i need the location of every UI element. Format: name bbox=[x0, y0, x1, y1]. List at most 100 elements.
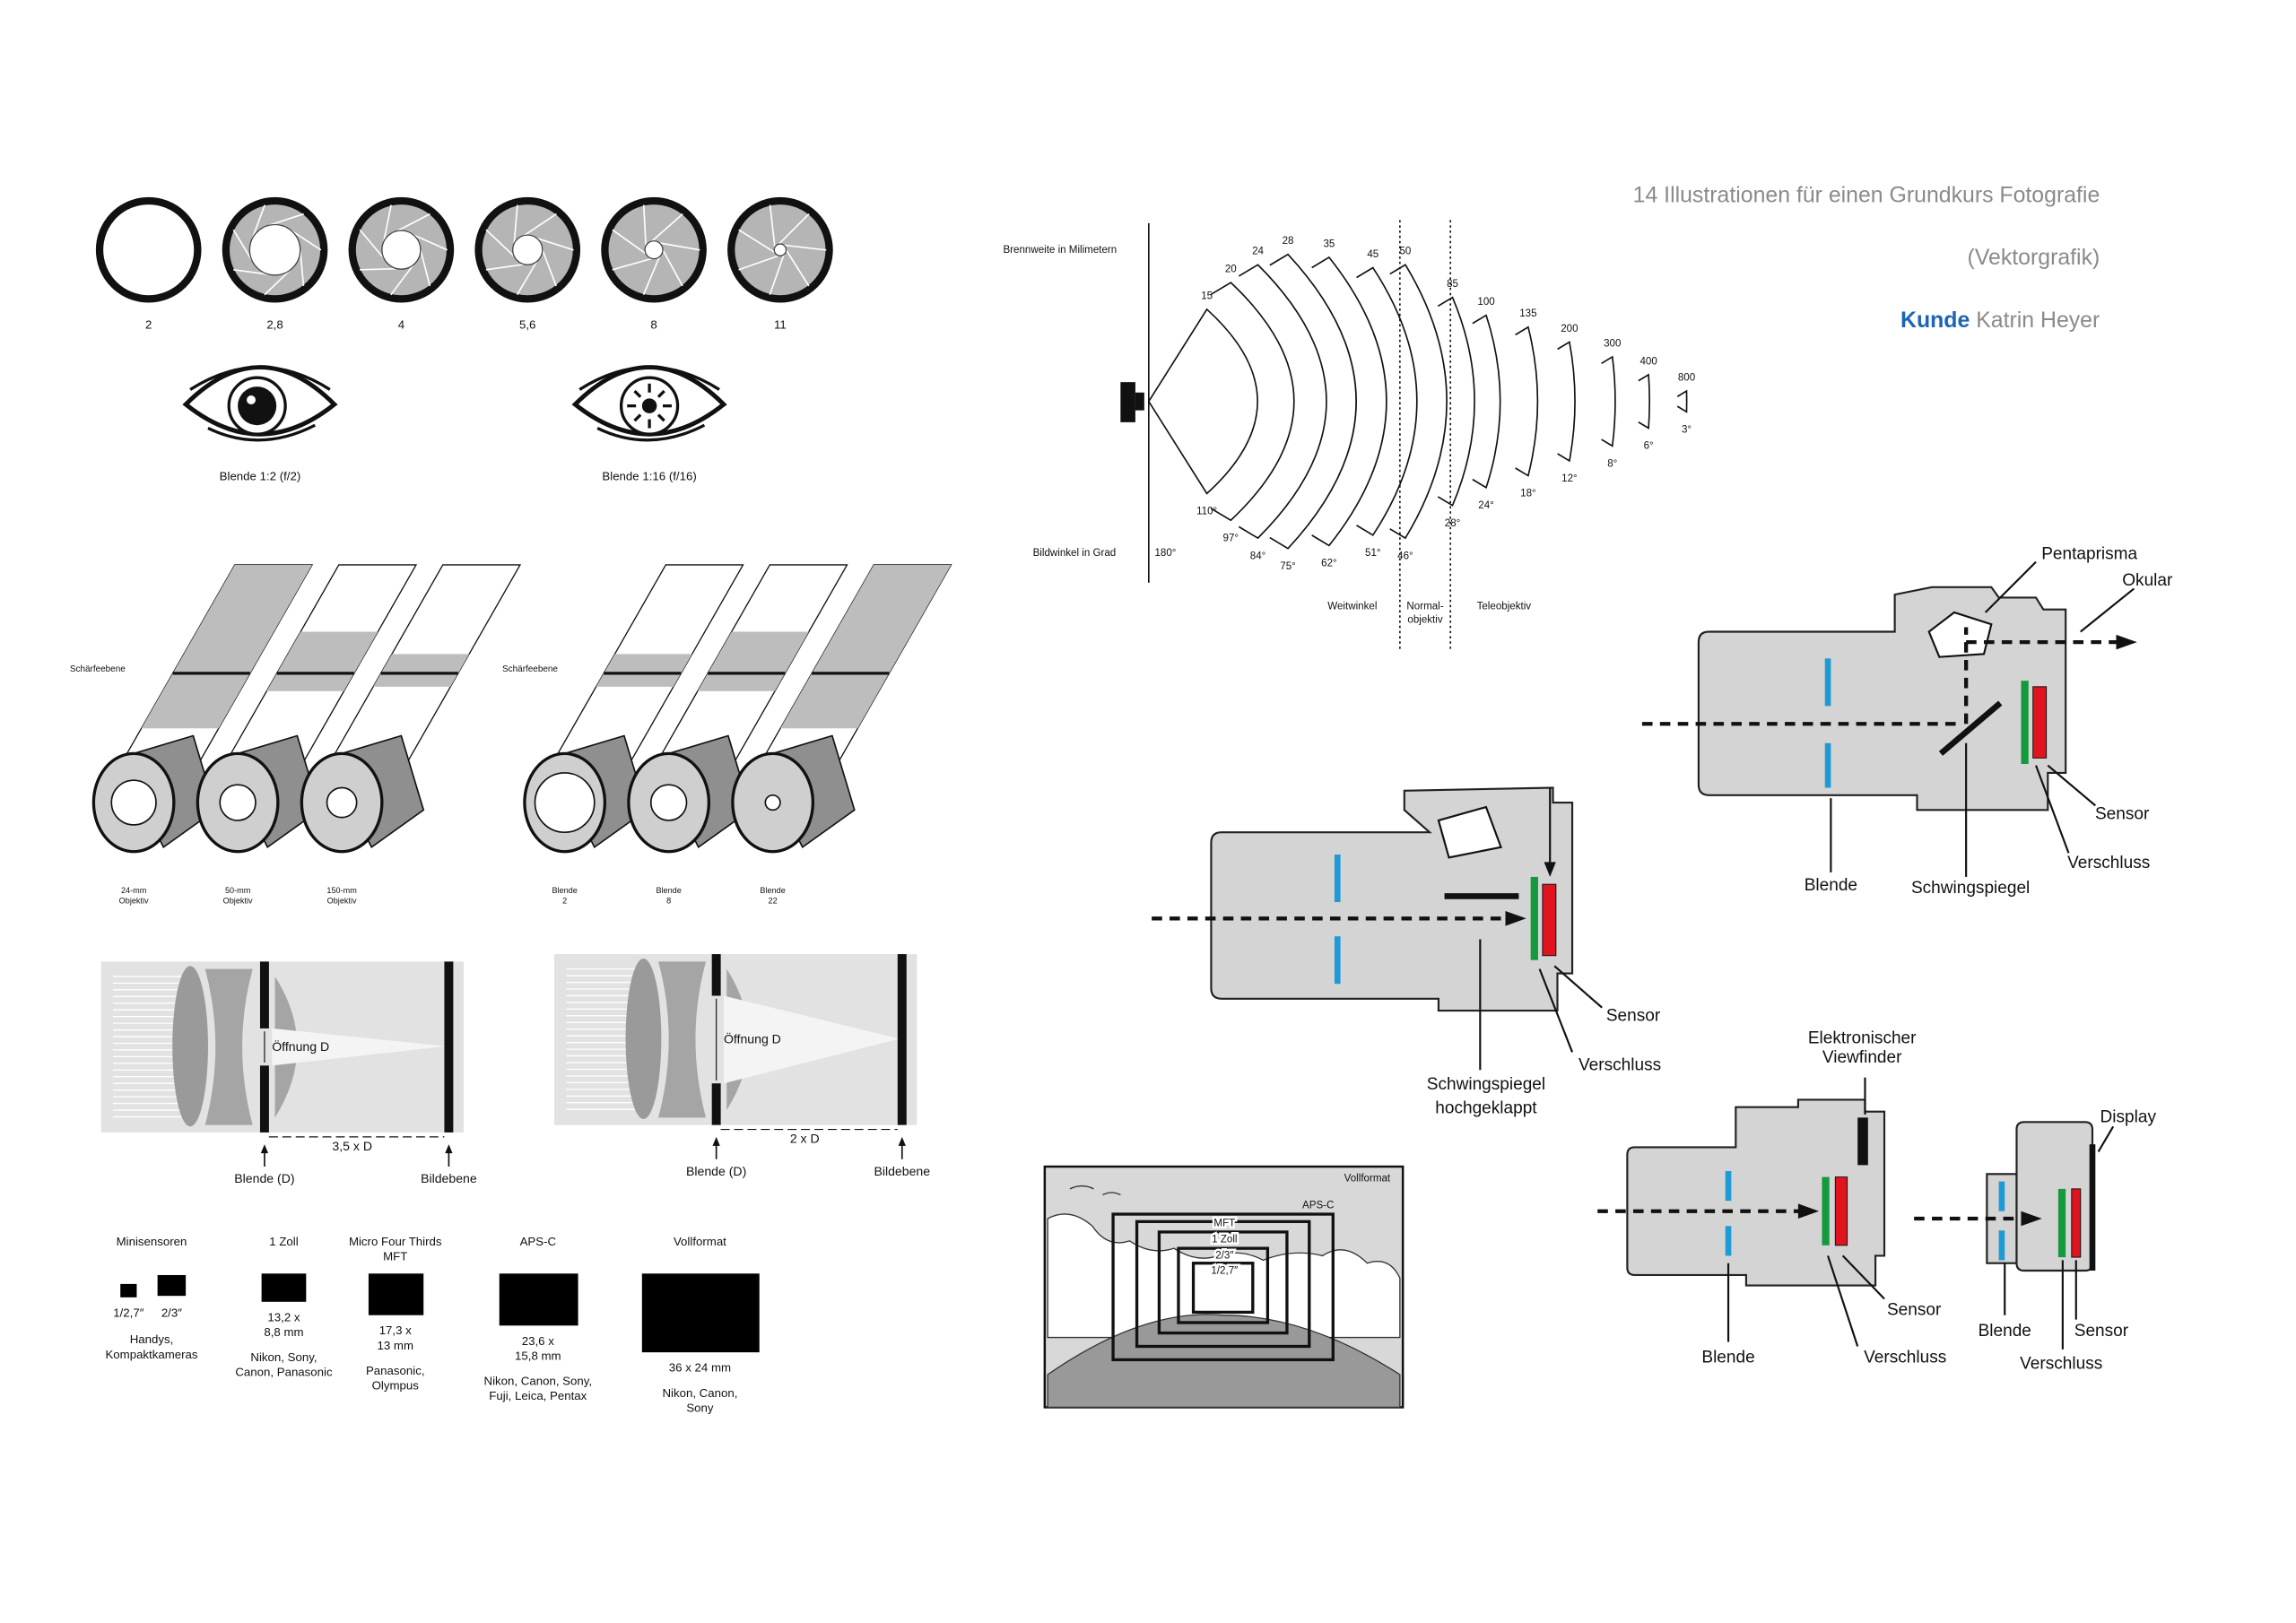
aperture-blade bbox=[542, 249, 557, 287]
label-shutter: Verschluss bbox=[1578, 1055, 1661, 1074]
sensor-rect bbox=[120, 1283, 137, 1298]
aperture-blade bbox=[516, 261, 538, 296]
label-shutter: Verschluss bbox=[2020, 1354, 2102, 1373]
arrow-label: Blende (D) bbox=[234, 1171, 294, 1185]
lens-label-line2: Objektiv bbox=[327, 897, 357, 906]
sensor-size-label: 2/3″ bbox=[161, 1306, 182, 1319]
lens-label-line1: Blende bbox=[552, 886, 577, 895]
aperture-blade bbox=[251, 204, 266, 239]
angle-axis-label: Bildwinkel in Grad bbox=[1033, 548, 1117, 559]
convex-lens bbox=[625, 959, 662, 1119]
header: 14 Illustrationen für einen Grundkurs Fo… bbox=[1633, 184, 2100, 333]
sharpness-band bbox=[373, 654, 470, 687]
aperture-blade bbox=[651, 213, 683, 242]
arrow-head bbox=[712, 1136, 720, 1146]
aperture-blade bbox=[359, 229, 385, 259]
aperture-blade bbox=[769, 254, 785, 295]
aperture-blade bbox=[513, 204, 518, 244]
label-mirror-raised: hochgeklappt bbox=[1435, 1098, 1537, 1117]
aperture-blade bbox=[612, 257, 653, 271]
compact-camera-diagram: Display Blende Sensor Verschluss bbox=[1914, 1107, 2156, 1373]
focal-length-value: 50 bbox=[1399, 247, 1411, 257]
view-angle-value: 84° bbox=[1250, 551, 1266, 561]
aperture-blade bbox=[299, 249, 305, 286]
focal-length-value: 135 bbox=[1519, 308, 1536, 319]
view-angle-value: 18° bbox=[1520, 489, 1536, 499]
group-normal-1: Normal- bbox=[1406, 602, 1443, 612]
view-angle-value: 46° bbox=[1397, 551, 1413, 561]
angle-bracket bbox=[1676, 389, 1688, 413]
sensor-title: Micro Four Thirds bbox=[349, 1235, 442, 1248]
aperture-blade bbox=[659, 242, 700, 251]
angle-bracket bbox=[1311, 256, 1387, 547]
lens-label-line2: 8 bbox=[666, 897, 671, 906]
aperture-blade bbox=[396, 213, 430, 232]
sensor-title: APS-C bbox=[520, 1235, 557, 1248]
aperture-blade bbox=[536, 237, 574, 251]
angle-bracket bbox=[1638, 373, 1651, 430]
lens-opening bbox=[534, 772, 596, 834]
view-angle-value: 97° bbox=[1223, 533, 1239, 543]
convex-lens bbox=[172, 966, 208, 1127]
sensor-dimensions: 13 mm bbox=[378, 1339, 414, 1352]
concave-lens bbox=[658, 961, 707, 1118]
lens-label-line2: Objektiv bbox=[119, 897, 149, 906]
aperture-opening bbox=[381, 230, 422, 270]
aperture-blade bbox=[785, 249, 810, 287]
sensor-makers: Fuji, Leica, Pentax bbox=[489, 1389, 587, 1402]
focal-length-value: 200 bbox=[1561, 324, 1578, 334]
aperture-icon bbox=[95, 196, 202, 303]
group-wide-angle: Weitwinkel bbox=[1327, 602, 1377, 612]
client-line: Kunde Katrin Heyer bbox=[1900, 308, 2100, 333]
aperture-value: 2,8 bbox=[266, 317, 283, 331]
aperture-blade bbox=[290, 229, 322, 251]
sensor-rect bbox=[261, 1273, 307, 1302]
aperture-blade bbox=[420, 249, 431, 287]
sensor-subtitle: MFT bbox=[383, 1249, 407, 1263]
focal-length-value: 100 bbox=[1477, 297, 1494, 308]
sensor-rect bbox=[157, 1274, 187, 1297]
focus-plane-label: Schärfeebene bbox=[70, 664, 126, 674]
aperture-value: 11 bbox=[774, 317, 787, 331]
aperture-value: 8 bbox=[650, 317, 657, 331]
sensor-title: Vollformat bbox=[674, 1235, 726, 1248]
angle-bracket bbox=[1515, 325, 1539, 477]
label-sensor: Sensor bbox=[1606, 1007, 1661, 1026]
dslr-mirror-up-diagram: Sensor Verschluss Schwingspiegel hochgek… bbox=[1152, 786, 1661, 1117]
aperture-blade bbox=[390, 265, 414, 296]
eye-label-f16: Blende 1:16 (f/16) bbox=[602, 469, 696, 482]
aperture-value: 4 bbox=[398, 317, 404, 331]
aperture-blade bbox=[778, 213, 810, 245]
aperture-icon bbox=[348, 196, 455, 303]
focal-length-arc: 50 46° bbox=[1389, 247, 1448, 561]
label-sensor: Sensor bbox=[1887, 1301, 1942, 1320]
aperture-value: 2 bbox=[145, 317, 152, 331]
focal-length-value: 85 bbox=[1447, 279, 1458, 290]
arrow-head bbox=[898, 1136, 906, 1146]
aperture-blade-top bbox=[711, 954, 721, 996]
sensor-makers: Olympus bbox=[372, 1379, 420, 1393]
label-shutter: Verschluss bbox=[1864, 1349, 1946, 1367]
label-shutter: Verschluss bbox=[2067, 854, 2150, 872]
lens-opening bbox=[326, 786, 358, 819]
aperture-icon bbox=[474, 196, 581, 303]
lens-label-line1: Blende bbox=[760, 886, 785, 895]
angle-bracket bbox=[1210, 282, 1295, 522]
angle-bracket bbox=[1269, 253, 1357, 550]
aperture-blade bbox=[612, 229, 647, 255]
aperture-blade-bottom bbox=[259, 1065, 269, 1133]
aperture-blade bbox=[769, 204, 776, 247]
angle-bracket bbox=[1472, 314, 1501, 490]
focal-length-value: 35 bbox=[1323, 239, 1335, 249]
focal-length-diagram: Brennweite in Milimetern Bildwinkel in G… bbox=[1003, 220, 1695, 650]
mirror bbox=[1938, 700, 2003, 756]
sharpness-band bbox=[697, 631, 809, 691]
view-angle-value: 28° bbox=[1445, 518, 1461, 529]
aperture-blade bbox=[269, 213, 304, 226]
